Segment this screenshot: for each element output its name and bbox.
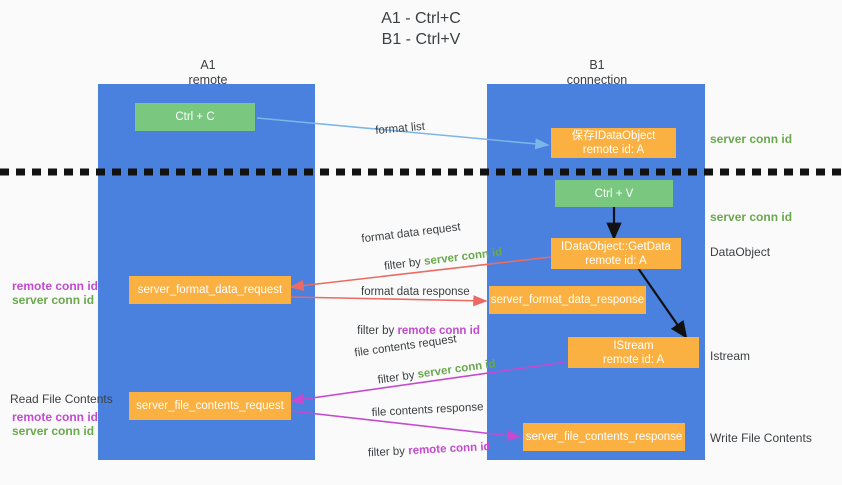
label-format-list: format list <box>374 120 426 138</box>
box-ctrl-v[interactable]: Ctrl + V <box>555 180 673 207</box>
filter-prefix: filter by <box>383 255 425 273</box>
box-idataobject-getdata[interactable]: IDataObject::GetData remote id: A <box>551 238 681 269</box>
label-file-remote-conn-id: remote conn id <box>12 410 99 424</box>
column-header-b1: B1 connection <box>566 58 628 87</box>
box-server-file-contents-request[interactable]: server_file_contents_request <box>129 392 291 420</box>
filter-prefix: filter by <box>357 325 398 337</box>
filter-value: remote conn id <box>407 440 491 458</box>
box-ctrl-c[interactable]: Ctrl + C <box>135 103 255 131</box>
label-file-contents-response-filter: filter by remote conn id <box>348 425 492 477</box>
box-server-format-data-response[interactable]: server_format_data_response <box>489 286 646 314</box>
phase-divider <box>0 168 842 176</box>
label-format-data-response-filter: filter by remote conn id <box>338 309 480 354</box>
label-format-data-request-group: format data request filter by server con… <box>361 216 505 292</box>
label-format-server-conn-id: server conn id <box>12 293 95 307</box>
label-file-contents-response-group: file contents response filter by remote … <box>368 400 491 476</box>
box-save-idataobject[interactable]: 保存IDataObject remote id: A <box>551 128 676 158</box>
column-header-a1: A1 remote <box>188 58 228 87</box>
filter-prefix: filter by <box>367 445 409 460</box>
label-file-contents-response: file contents response <box>371 401 484 420</box>
box-istream[interactable]: IStream remote id: A <box>568 337 699 368</box>
label-format-data-response-group: format data response filter by remote co… <box>357 285 480 354</box>
label-format-remote-conn-id: remote conn id <box>12 279 99 293</box>
filter-value: server conn id <box>423 246 503 268</box>
box-server-file-contents-response[interactable]: server_file_contents_response <box>523 423 685 451</box>
label-read-file-contents: Read File Contents <box>10 392 113 406</box>
label-dataobject: DataObject <box>710 245 771 259</box>
filter-value: remote conn id <box>397 325 480 337</box>
label-file-server-conn-id: server conn id <box>12 424 95 438</box>
label-server-conn-id-top: server conn id <box>710 132 793 146</box>
filter-value: server conn id <box>416 358 497 381</box>
box-server-format-data-request[interactable]: server_format_data_request <box>129 276 291 304</box>
label-write-file-contents: Write File Contents <box>710 431 812 445</box>
diagram-title: A1 - Ctrl+C B1 - Ctrl+V <box>381 10 461 48</box>
label-format-data-response: format data response <box>361 286 470 298</box>
filter-prefix: filter by <box>376 369 419 387</box>
label-istream: Istream <box>710 349 751 363</box>
label-server-conn-id-mid: server conn id <box>710 210 793 224</box>
